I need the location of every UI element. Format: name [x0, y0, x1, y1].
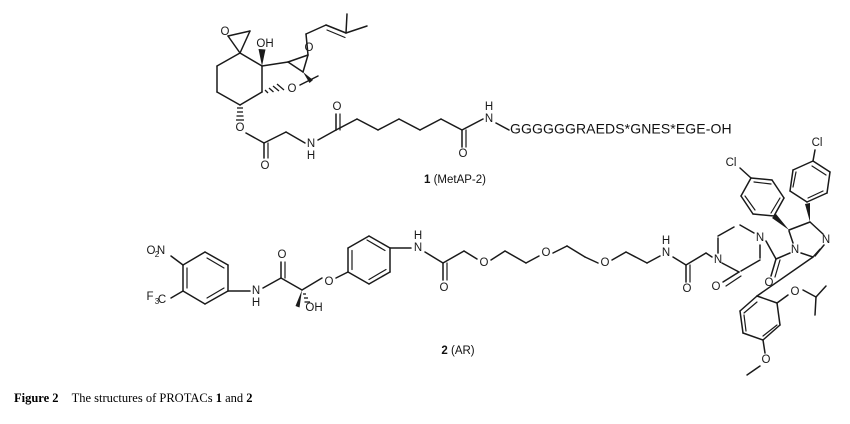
piperazinone-amide-hydrogen-label: H: [662, 235, 670, 247]
compound-2-name: (AR): [450, 345, 475, 357]
chlorophenyl-right: Cl: [789, 137, 831, 222]
trifluoromethyl-fluorine-label: F: [146, 291, 153, 303]
side-chain-attachment: [261, 61, 289, 67]
compound-1-label: 1 (MetAP-2): [30, 174, 850, 186]
nitro-trifluoromethyl-phenyl-ring: [182, 251, 229, 305]
chlorophenyl-left: Cl: [726, 157, 789, 230]
chloro-left-label: Cl: [726, 157, 737, 169]
nitro-oxygen-subscript: 2: [155, 250, 160, 259]
nitro-oxygen-label: O: [147, 245, 156, 257]
peg-amide-nitrogen-label: N: [414, 242, 422, 254]
peg-amide-carbonyl-oxygen-label: O: [440, 282, 449, 294]
urea-carbonyl-group: O: [765, 240, 791, 289]
methoxy-oxygen-label: O: [288, 83, 297, 95]
caption-text: The structures of PROTACs: [71, 391, 213, 405]
trifluoromethyl-subscript: 3: [155, 297, 160, 306]
amide-group-peg-start: N H O: [389, 230, 465, 294]
ester-oxygen-label: O: [236, 122, 245, 134]
amide-group-2: N H: [485, 101, 510, 131]
amide2-carbonyl-oxygen-label: O: [459, 148, 468, 160]
peg-oxygen-2-label: O: [542, 247, 551, 259]
quaternary-stereocenter: OH O: [280, 271, 349, 314]
piperazinone-carbonyl-oxygen-label: O: [712, 281, 721, 293]
cyclohexane-ring: [216, 52, 263, 106]
ester-linkage: O O: [236, 107, 306, 172]
caption-compound-2: 2: [246, 391, 253, 405]
anilide-hydrogen-label: H: [252, 297, 260, 309]
methoxy-group-c3: O: [264, 75, 319, 95]
urea-carbonyl-oxygen-label: O: [765, 277, 774, 289]
piperazinone-amide-nitrogen-label: N: [662, 247, 670, 259]
hydroxyl-label: OH: [256, 38, 273, 50]
aryl-ether-oxygen-label: O: [325, 276, 334, 288]
central-phenylene-ring: [347, 235, 391, 285]
peg-oxygen-1-label: O: [480, 257, 489, 269]
imidazoline-n3-label: N: [822, 234, 830, 246]
caption-label: Figure 2: [14, 391, 59, 405]
ester-carbonyl-oxygen-label: O: [261, 160, 270, 172]
hydroxyl-group-c2: OH: [256, 38, 274, 66]
amide1-hydrogen-label: H: [307, 150, 315, 162]
piperazinone-ring: N N O: [705, 224, 764, 293]
trifluoromethyl-carbon-label: C: [158, 294, 166, 306]
suberoyl-linker-chain: O: [335, 118, 484, 160]
isopropoxy-methoxy-phenyl-ring: O O: [739, 256, 827, 376]
methoxy-hash-bond: [264, 83, 285, 94]
anilide-amide-group: N H O: [227, 249, 287, 309]
prenyl-side-chain: [305, 13, 368, 56]
compound-2-label: 2 (AR): [33, 345, 850, 357]
caption-conjunction: and: [225, 391, 244, 405]
amide2-hydrogen-label: H: [485, 101, 493, 113]
piperazinone-n4-label: N: [756, 232, 764, 244]
hydroxyl-hash-bond: [303, 293, 310, 303]
amide1-nitrogen-label: N: [307, 138, 315, 150]
compound-1-number: 1: [423, 174, 431, 186]
methoxy-oxygen-label-2: O: [762, 354, 771, 366]
imidazoline-ring: N N: [788, 221, 830, 259]
peg-amide-hydrogen-label: H: [414, 230, 422, 242]
anilide-carbonyl-oxygen-label: O: [278, 249, 287, 261]
side-epoxide-group: O: [287, 42, 314, 83]
isopropoxy-oxygen-label: O: [791, 286, 800, 298]
peptide-sequence-label: GGGGGGRAEDS*GNES*EGE-OH: [510, 121, 732, 137]
caption-compound-1: 1: [215, 391, 222, 405]
epoxide-oxygen-side-label: O: [305, 42, 314, 54]
anilide-nitrogen-label: N: [252, 285, 260, 297]
nitro-group: N O 2: [147, 245, 184, 266]
peg-linker-chain: O O O: [463, 245, 648, 269]
trifluoromethyl-group: C F 3: [146, 290, 184, 306]
epoxide-oxygen-spiro-label: O: [221, 26, 230, 38]
imidazoline-n1-label: N: [791, 244, 799, 256]
compound-2-number: 2: [441, 345, 448, 357]
amide1-carbonyl-oxygen-label: O: [333, 101, 342, 113]
nitro-nitrogen-label: N: [157, 245, 165, 257]
piperazinone-amide-carbonyl-oxygen-label: O: [683, 283, 692, 295]
ester-hash-bond: [236, 107, 244, 121]
amide2-nitrogen-label: N: [485, 113, 493, 125]
compound-1-name: (MetAP-2): [433, 174, 486, 186]
hydroxyl-label-2: OH: [305, 302, 322, 314]
spiro-epoxide-group: O: [221, 26, 251, 54]
peg-oxygen-3-label: O: [601, 257, 610, 269]
piperazinone-n1-label: N: [714, 254, 722, 266]
chloro-right-label: Cl: [812, 137, 823, 149]
amide-group-piperazinone: N H O: [646, 235, 707, 295]
